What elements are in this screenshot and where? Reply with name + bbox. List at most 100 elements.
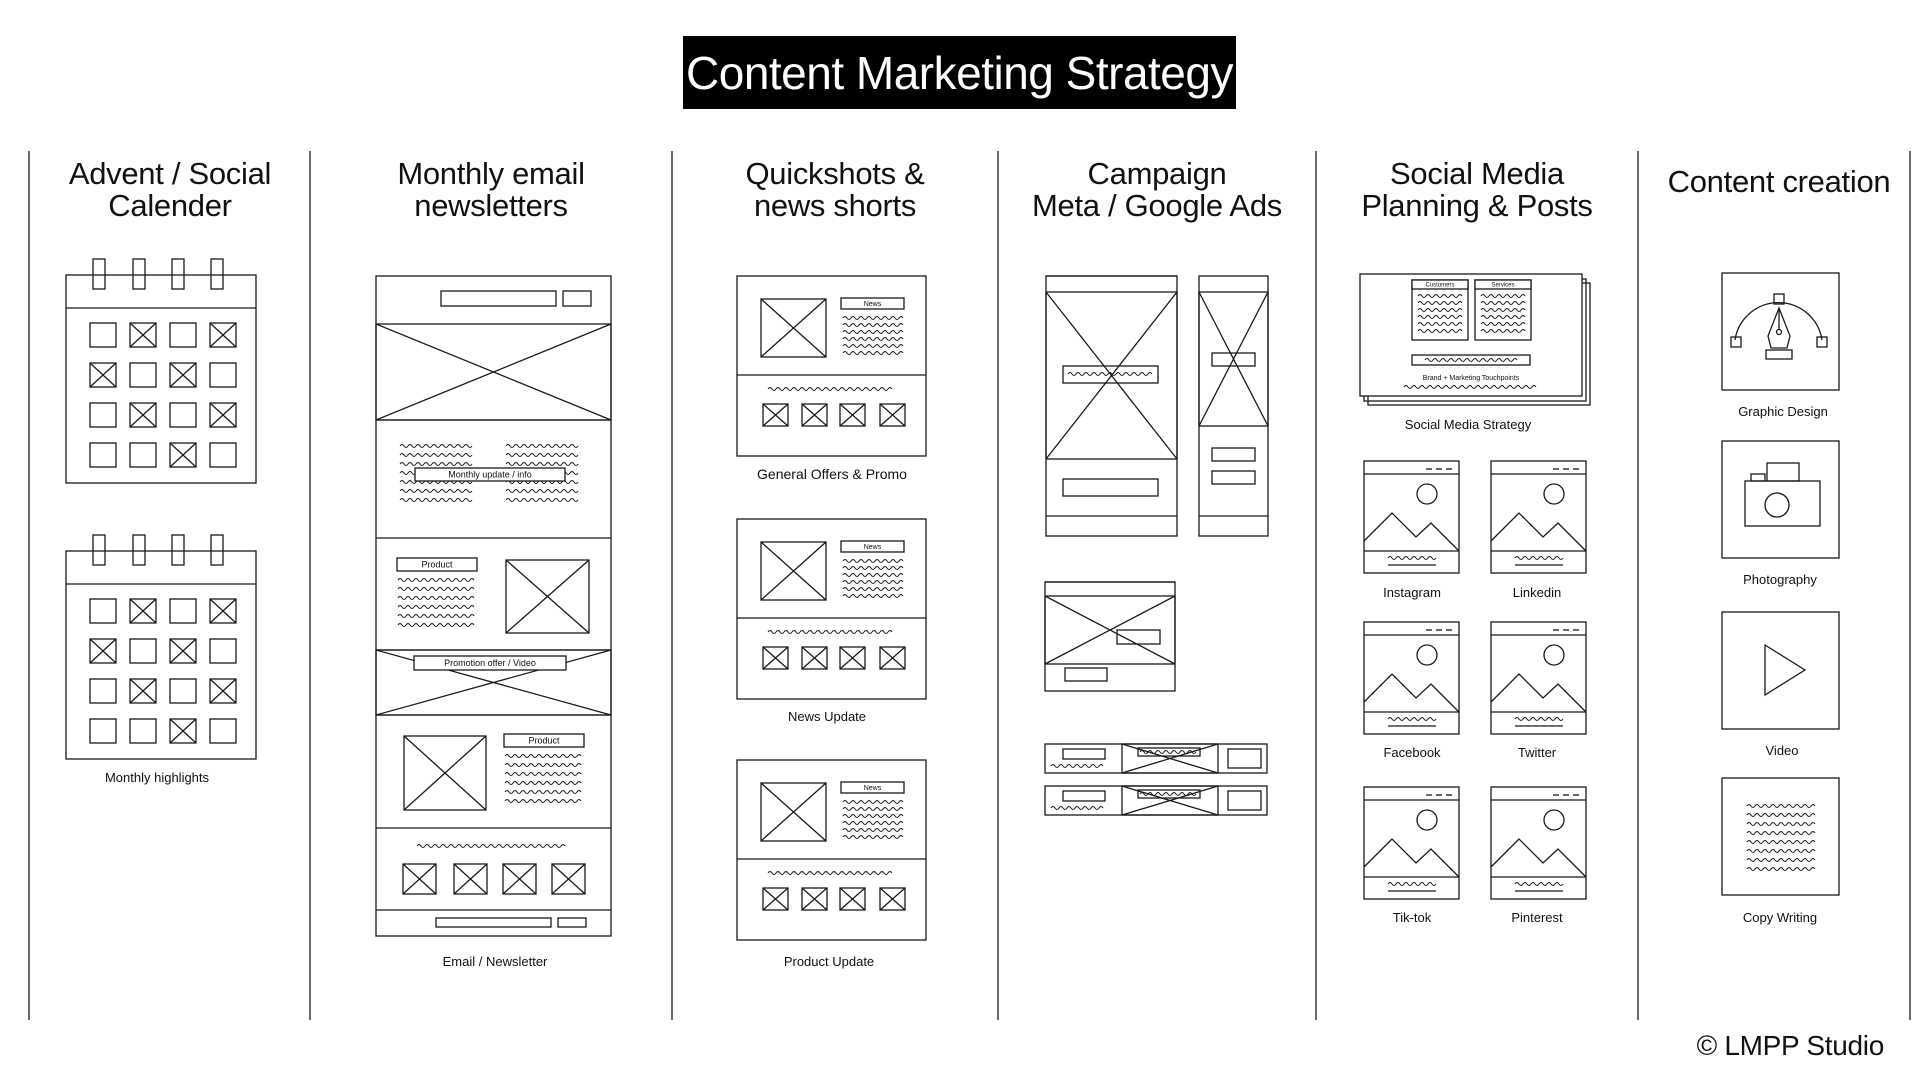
text-placeholder-line: [505, 498, 579, 502]
text-placeholder-line: [505, 444, 579, 448]
calendar-day: [89, 322, 117, 348]
pen-nib-hole: [1775, 328, 1783, 336]
calendar-day-marked: [169, 362, 197, 388]
text-placeholder-line: [842, 828, 904, 832]
heading-line: Social Media: [1390, 156, 1564, 191]
label-box: [413, 655, 567, 671]
text-placeholder-line: [1387, 556, 1437, 560]
placeholder-frame: [129, 322, 157, 348]
caption-instagram: Instagram: [1383, 585, 1441, 600]
calendar-day-marked: [89, 362, 117, 388]
photography-panel: [1721, 440, 1840, 559]
placeholder-diagonal: [89, 362, 117, 388]
heading-line: news shorts: [753, 188, 917, 223]
placeholder-diagonal: [839, 403, 866, 427]
quickshot-frame: [736, 275, 927, 457]
ad-tall-label: [1062, 365, 1159, 384]
newsletter-thumb: [402, 863, 437, 895]
text-placeholder-line: [397, 578, 475, 582]
heading-line: Planning & Posts: [1361, 188, 1593, 223]
caption-copy-writing: Copy Writing: [1742, 910, 1818, 925]
text-placeholder-line: [842, 821, 904, 825]
placeholder-diagonal: [839, 646, 866, 670]
calendar-ring: [92, 534, 106, 566]
label-box: [396, 557, 478, 572]
heading-line: Meta / Google Ads: [1032, 188, 1282, 223]
video-panel: [1721, 611, 1840, 730]
text-placeholder-line: [842, 316, 904, 320]
quickshot-card: News: [736, 759, 927, 941]
newsletter-thumb: [453, 863, 488, 895]
placeholder-diagonal: [762, 646, 789, 670]
heading-campaign: Campaign Meta / Google Ads: [998, 158, 1316, 222]
placeholder-frame: [402, 863, 437, 895]
quickshot-thumb: [762, 403, 789, 427]
placeholder-diagonal: [839, 887, 866, 911]
text-placeholder-line: [504, 763, 582, 767]
post-mountain-shape: [1490, 673, 1587, 713]
placeholder-frame: [1198, 291, 1269, 427]
post-frame: [1363, 460, 1460, 574]
calendar-day: [129, 718, 157, 744]
placeholder-diagonal: [375, 649, 612, 716]
text-placeholder-line: [1417, 294, 1463, 298]
text-placeholder-line: [1480, 294, 1526, 298]
text-placeholder-line: [1139, 750, 1197, 754]
text-placeholder-line: [397, 623, 475, 627]
calendar-day: [169, 402, 197, 428]
placeholder-frame: [89, 638, 117, 664]
text-placeholder-line: [504, 754, 582, 758]
placeholder-frame: [1044, 595, 1176, 665]
ad-tall-frame: [1045, 275, 1178, 537]
caption-email-newsletter: Email / Newsletter: [442, 954, 548, 969]
placeholder-diagonal: [801, 403, 828, 427]
text-placeholder-line: [1746, 822, 1816, 826]
calendar-day: [209, 362, 237, 388]
text-placeholder-line: [1417, 322, 1463, 326]
post-mountain-shape: [1363, 838, 1460, 878]
placeholder-diagonal: [879, 887, 906, 911]
placeholder-diagonal: [1198, 291, 1269, 427]
placeholder-frame: [801, 887, 828, 911]
quickshot-thumb: [762, 887, 789, 911]
label-box: [1411, 279, 1469, 290]
text-placeholder-line: [1746, 840, 1816, 844]
caption-video: Video: [1765, 743, 1799, 758]
placeholder-frame: [762, 887, 789, 911]
text-placeholder-line: [399, 444, 473, 448]
text-placeholder-line: [504, 799, 582, 803]
placeholder-diagonal: [209, 322, 237, 348]
pen-anchor-left: [1730, 336, 1742, 348]
placeholder-diagonal: [453, 863, 488, 895]
placeholder-diagonal: [129, 322, 157, 348]
placeholder-diagonal: [801, 646, 828, 670]
heading-line: Monthly email: [397, 156, 585, 191]
placeholder-frame: [169, 718, 197, 744]
post-frame: [1490, 621, 1587, 735]
placeholder-frame: [801, 646, 828, 670]
quickshot-thumb: [839, 646, 866, 670]
label-box: [840, 540, 905, 553]
placeholder-diagonal: [502, 863, 537, 895]
text-placeholder-line: [842, 835, 904, 839]
post-frame: [1490, 460, 1587, 574]
text-placeholder-line: [397, 614, 475, 618]
placeholder-frame: [1045, 291, 1178, 460]
label-text: Promotion offer / Video: [444, 658, 536, 668]
text-placeholder-line: [1746, 849, 1816, 853]
text-placeholder-line: [1417, 329, 1463, 333]
quickshot-image: [760, 782, 827, 842]
post-sun-shape: [1543, 644, 1565, 666]
calendar-day: [209, 638, 237, 664]
social-post-mock: [1490, 460, 1587, 574]
board-bar: [1411, 354, 1531, 366]
ad-skyscraper-button: [1211, 447, 1256, 462]
text-placeholder-line: [1746, 813, 1816, 817]
banner-label: [1062, 748, 1106, 760]
post-sun-shape: [1543, 809, 1565, 831]
placeholder-diagonal: [1045, 291, 1178, 460]
placeholder-diagonal: [760, 541, 827, 601]
text-placeholder-line: [505, 480, 579, 484]
placeholder-frame: [801, 403, 828, 427]
ad-tall-button: [1062, 478, 1159, 497]
